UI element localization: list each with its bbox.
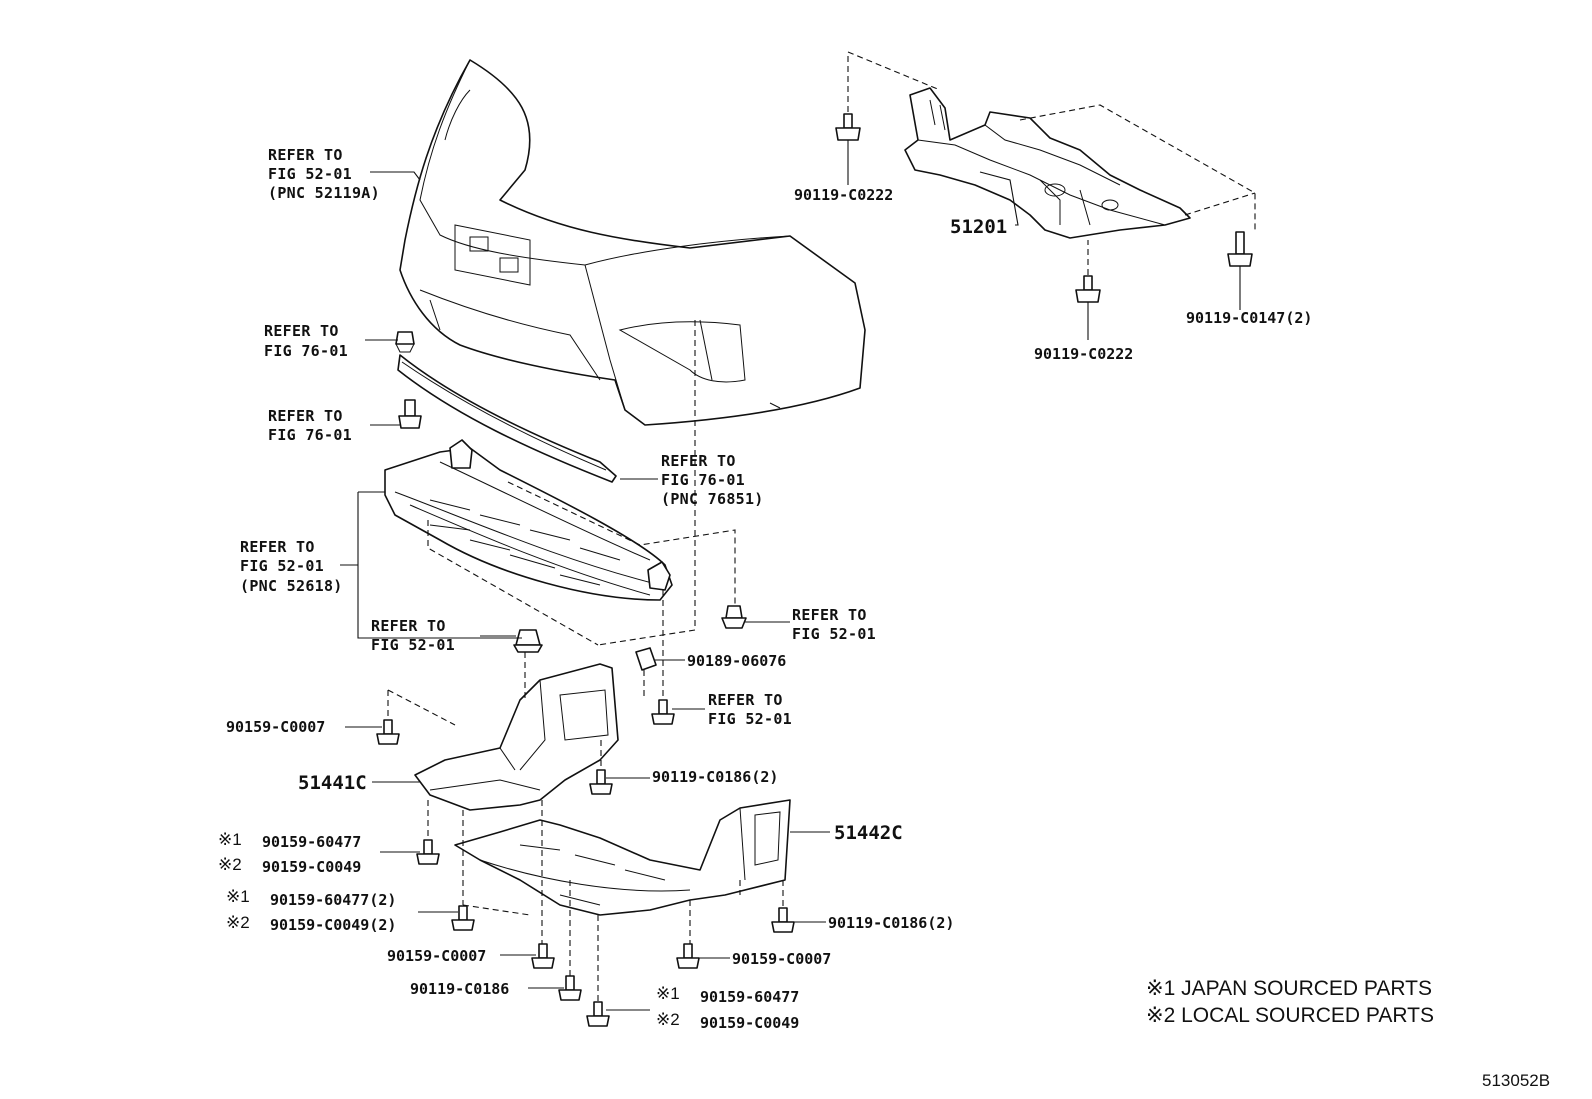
ref-bolt-fig52-line1: REFER TO [708,691,783,709]
mark-1-b: ※1 [226,887,250,906]
clip-drawing [513,629,543,653]
leader-lines [340,140,1241,1011]
bolt-drawing [451,905,475,931]
bolt-drawing [589,769,613,795]
ref-retainer-line3: (PNC 76851) [661,490,764,508]
mark-2-b: ※2 [226,913,250,932]
part-51441C: 51441C [298,772,367,794]
bolt-drawing [651,699,675,725]
front-bumper-cover-drawing [399,59,866,426]
bolt-drawing [376,719,400,745]
part-90119-C0222-bottom: 90119-C0222 [1034,345,1133,363]
ref-clip-line2: FIG 76-01 [264,342,348,360]
part-90119-C0222-top: 90119-C0222 [794,186,893,204]
part-90159-C0049-c: 90159-C0049 [700,1014,799,1032]
part-90159-60477-2: 90159-60477(2) [270,891,396,909]
ref-clip-left-line2: FIG 52-01 [371,636,455,654]
crossmember-51201-drawing [904,87,1191,239]
part-90159-C0049-2: 90159-C0049(2) [270,916,396,934]
ref-bumper-cover-line1: REFER TO [268,146,343,164]
clip-drawing [635,647,657,671]
legend-japan-sourced: ※1 JAPAN SOURCED PARTS [1146,977,1432,1000]
part-90159-60477-c: 90159-60477 [700,988,799,1006]
part-90159-C0007-low2: 90159-C0007 [732,950,831,968]
ref-bumper-cover-line2: FIG 52-01 [268,165,352,183]
bolt-drawing [1075,275,1101,303]
mark-2-c: ※2 [656,1010,680,1029]
bolt-drawing [676,943,700,969]
ref-absorber-line2: FIG 52-01 [240,557,324,575]
ref-clip-right-line2: FIG 52-01 [792,625,876,643]
bolt-drawing [771,907,795,933]
part-90159-60477-a: 90159-60477 [262,833,361,851]
part-90119-C0186-2-right: 90119-C0186(2) [828,914,954,932]
bolt-drawing [586,1001,610,1027]
engine-under-cover-51441C-drawing [414,663,619,811]
part-90119-C0186-2-mid: 90119-C0186(2) [652,768,778,786]
engine-under-cover-51442C-drawing [454,799,791,916]
part-51201: 51201 [950,216,1007,238]
figure-code: 513052B [1482,1071,1550,1090]
part-90119-C0186: 90119-C0186 [410,980,509,998]
ref-retainer-line2: FIG 76-01 [661,471,745,489]
ref-bumper-cover-line3: (PNC 52119A) [268,184,380,202]
ref-clip-line1: REFER TO [264,322,339,340]
clip-drawing [395,331,415,353]
clip-drawing [721,605,747,629]
part-90159-C0049-a: 90159-C0049 [262,858,361,876]
legend-local-sourced: ※2 LOCAL SOURCED PARTS [1146,1004,1434,1027]
ref-clip-left-line1: REFER TO [371,617,446,635]
part-90189-06076: 90189-06076 [687,652,786,670]
ref-bolt-fig52-line2: FIG 52-01 [708,710,792,728]
part-51442C: 51442C [834,822,903,844]
mark-2-a: ※2 [218,855,242,874]
ref-absorber-line3: (PNC 52618) [240,577,343,595]
bumper-absorber-drawing [384,439,673,601]
part-90119-C0147: 90119-C0147(2) [1186,309,1312,327]
bolt-drawing [531,943,555,969]
mark-1-c: ※1 [656,984,680,1003]
ref-clip-right-line1: REFER TO [792,606,867,624]
part-90159-C0007-low1: 90159-C0007 [387,947,486,965]
mark-1-a: ※1 [218,830,242,849]
bolt-drawing [398,399,422,429]
bolt-drawing [416,839,440,865]
bolt-drawing [835,113,861,141]
ref-absorber-line1: REFER TO [240,538,315,556]
ref-retainer-line1: REFER TO [661,452,736,470]
bolt-drawing [1227,231,1253,267]
ref-bolt-line2: FIG 76-01 [268,426,352,444]
part-90159-C0007-left: 90159-C0007 [226,718,325,736]
ref-bolt-line1: REFER TO [268,407,343,425]
bumper-retainer-strip-drawing [397,354,617,483]
